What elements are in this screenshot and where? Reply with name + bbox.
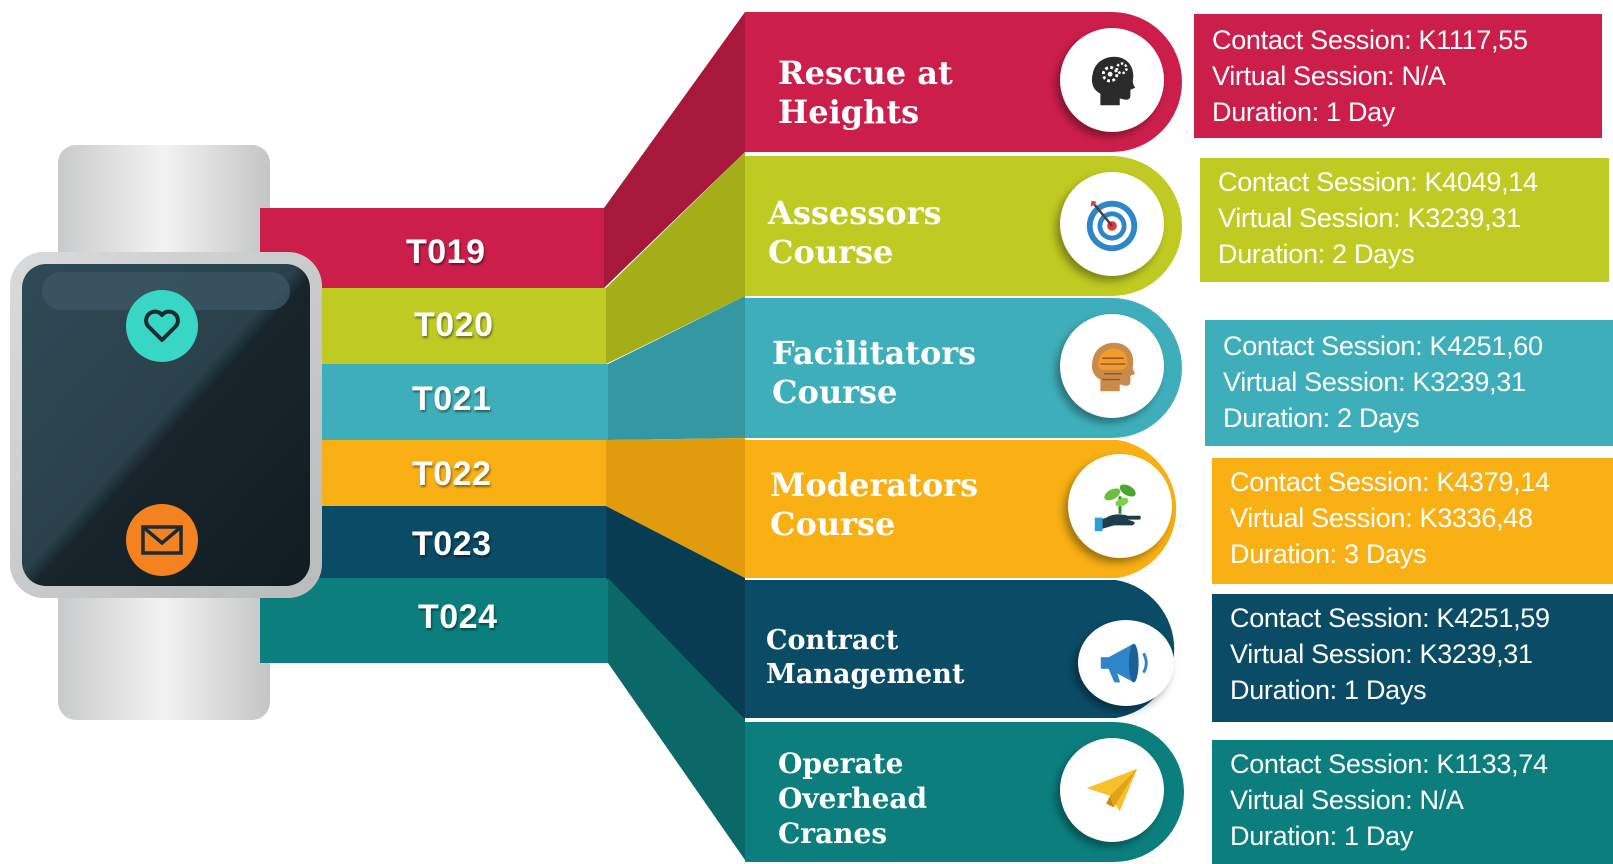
smartwatch xyxy=(58,145,343,720)
title-line: Facilitators xyxy=(772,334,977,372)
info-box-moderators-course: Contact Session: K4379,14 Virtual Sessio… xyxy=(1212,458,1613,584)
contact-session: Contact Session: K1133,74 xyxy=(1230,749,1548,779)
duration: Duration: 3 Days xyxy=(1230,539,1427,569)
head-gears-icon xyxy=(1091,56,1136,106)
info-box-facilitators-course: Contact Session: K4251,60 Virtual Sessio… xyxy=(1205,320,1613,446)
watch-case xyxy=(10,252,322,598)
contact-session: Contact Session: K4251,59 xyxy=(1230,603,1550,633)
band-t022 xyxy=(260,440,606,506)
code-bands xyxy=(260,208,608,663)
target-icon xyxy=(1086,200,1138,252)
duration: Duration: 1 Day xyxy=(1212,97,1396,127)
icon-circle-rescue xyxy=(1060,28,1164,132)
info-box-rescue-at-heights: Contact Session: K1117,55 Virtual Sessio… xyxy=(1194,14,1602,138)
watch-strap-bottom xyxy=(58,570,270,720)
tab-contract-management xyxy=(745,580,1175,718)
code-label-t024: T024 xyxy=(418,598,498,636)
code-label-t019: T019 xyxy=(406,233,486,271)
title-line: Course xyxy=(770,505,896,544)
title-line: Management xyxy=(766,658,965,690)
code-label-t022: T022 xyxy=(412,455,492,493)
virtual-session: Virtual Session: K3239,31 xyxy=(1223,367,1526,397)
title-line: Contract xyxy=(766,625,899,656)
band-t019 xyxy=(260,208,604,288)
ribbon-orange xyxy=(606,438,745,578)
icon-circle-contract xyxy=(1078,620,1174,706)
code-label-t021: T021 xyxy=(412,380,492,418)
tab-moderators-course xyxy=(745,440,1177,578)
virtual-session: Virtual Session: K3336,48 xyxy=(1230,503,1533,533)
title-line: Cranes xyxy=(778,817,888,850)
duration: Duration: 1 Days xyxy=(1230,675,1427,705)
duration: Duration: 2 Days xyxy=(1218,239,1415,269)
icon-circle-operate xyxy=(1060,738,1164,842)
icon-circle-moderators xyxy=(1068,454,1172,558)
info-box-assessors-course: Contact Session: K4049,14 Virtual Sessio… xyxy=(1200,158,1609,282)
megaphone-icon xyxy=(1100,643,1148,683)
ribbon-red xyxy=(604,12,745,288)
title-line: Rescue at xyxy=(778,54,953,92)
band-t020 xyxy=(260,288,606,364)
duration: Duration: 1 Day xyxy=(1230,821,1414,851)
ribbon-teal xyxy=(608,296,745,440)
ribbon-green xyxy=(608,578,745,860)
virtual-session: Virtual Session: N/A xyxy=(1212,61,1446,91)
code-label-t020: T020 xyxy=(414,306,494,344)
band-t024 xyxy=(260,578,608,663)
watch-heart-button[interactable] xyxy=(126,290,198,362)
contact-session: Contact Session: K1117,55 xyxy=(1212,25,1528,55)
title-line: Heights xyxy=(778,93,920,132)
virtual-session: Virtual Session: K3239,31 xyxy=(1218,203,1521,233)
course-title-rescue-at-heights: Rescue at Heights xyxy=(778,54,953,132)
ribbon-lime xyxy=(606,152,745,364)
info-box-contract-management: Contact Session: K4251,59 Virtual Sessio… xyxy=(1212,594,1613,722)
contact-session: Contact Session: K4049,14 xyxy=(1218,167,1538,197)
course-title-operate-overhead-cranes: Operate Overhead Cranes xyxy=(778,746,927,851)
title-line: Assessors xyxy=(768,194,942,232)
code-label-t023: T023 xyxy=(412,525,492,563)
heart-icon xyxy=(144,309,180,342)
course-title-contract-management: Contract Management xyxy=(766,624,964,692)
watch-mail-button[interactable] xyxy=(126,504,198,576)
title-line: Moderators xyxy=(770,466,979,504)
title-line: Course xyxy=(772,373,898,412)
title-line: Overhead xyxy=(778,782,928,815)
icon-circle-facilitators xyxy=(1060,314,1164,418)
envelope-icon xyxy=(141,525,183,555)
virtual-session: Virtual Session: K3239,31 xyxy=(1230,639,1533,669)
ribbon-navy xyxy=(606,506,745,720)
contact-session: Contact Session: K4379,14 xyxy=(1230,467,1550,497)
course-title-assessors-course: Assessors Course xyxy=(768,194,941,272)
icon-circle-assessors xyxy=(1060,172,1164,276)
watch-strap-top xyxy=(58,145,270,280)
course-title-facilitators-course: Facilitators Course xyxy=(772,334,976,412)
info-box-operate-overhead-cranes: Contact Session: K1133,74 Virtual Sessio… xyxy=(1212,740,1613,864)
virtual-session: Virtual Session: N/A xyxy=(1230,785,1464,815)
paper-plane-icon xyxy=(1086,768,1138,812)
course-tabs xyxy=(745,12,1184,862)
band-t021 xyxy=(260,364,608,440)
contact-session: Contact Session: K4251,60 xyxy=(1223,331,1543,361)
duration: Duration: 2 Days xyxy=(1223,403,1420,433)
title-line: Operate xyxy=(778,747,904,780)
course-title-moderators-course: Moderators Course xyxy=(770,466,978,544)
watch-screen xyxy=(22,264,310,586)
connector-ribbons xyxy=(604,12,745,860)
head-words-icon xyxy=(1091,342,1136,392)
band-t023 xyxy=(260,506,606,578)
title-line: Course xyxy=(768,233,894,272)
hand-plant-icon xyxy=(1094,484,1141,532)
